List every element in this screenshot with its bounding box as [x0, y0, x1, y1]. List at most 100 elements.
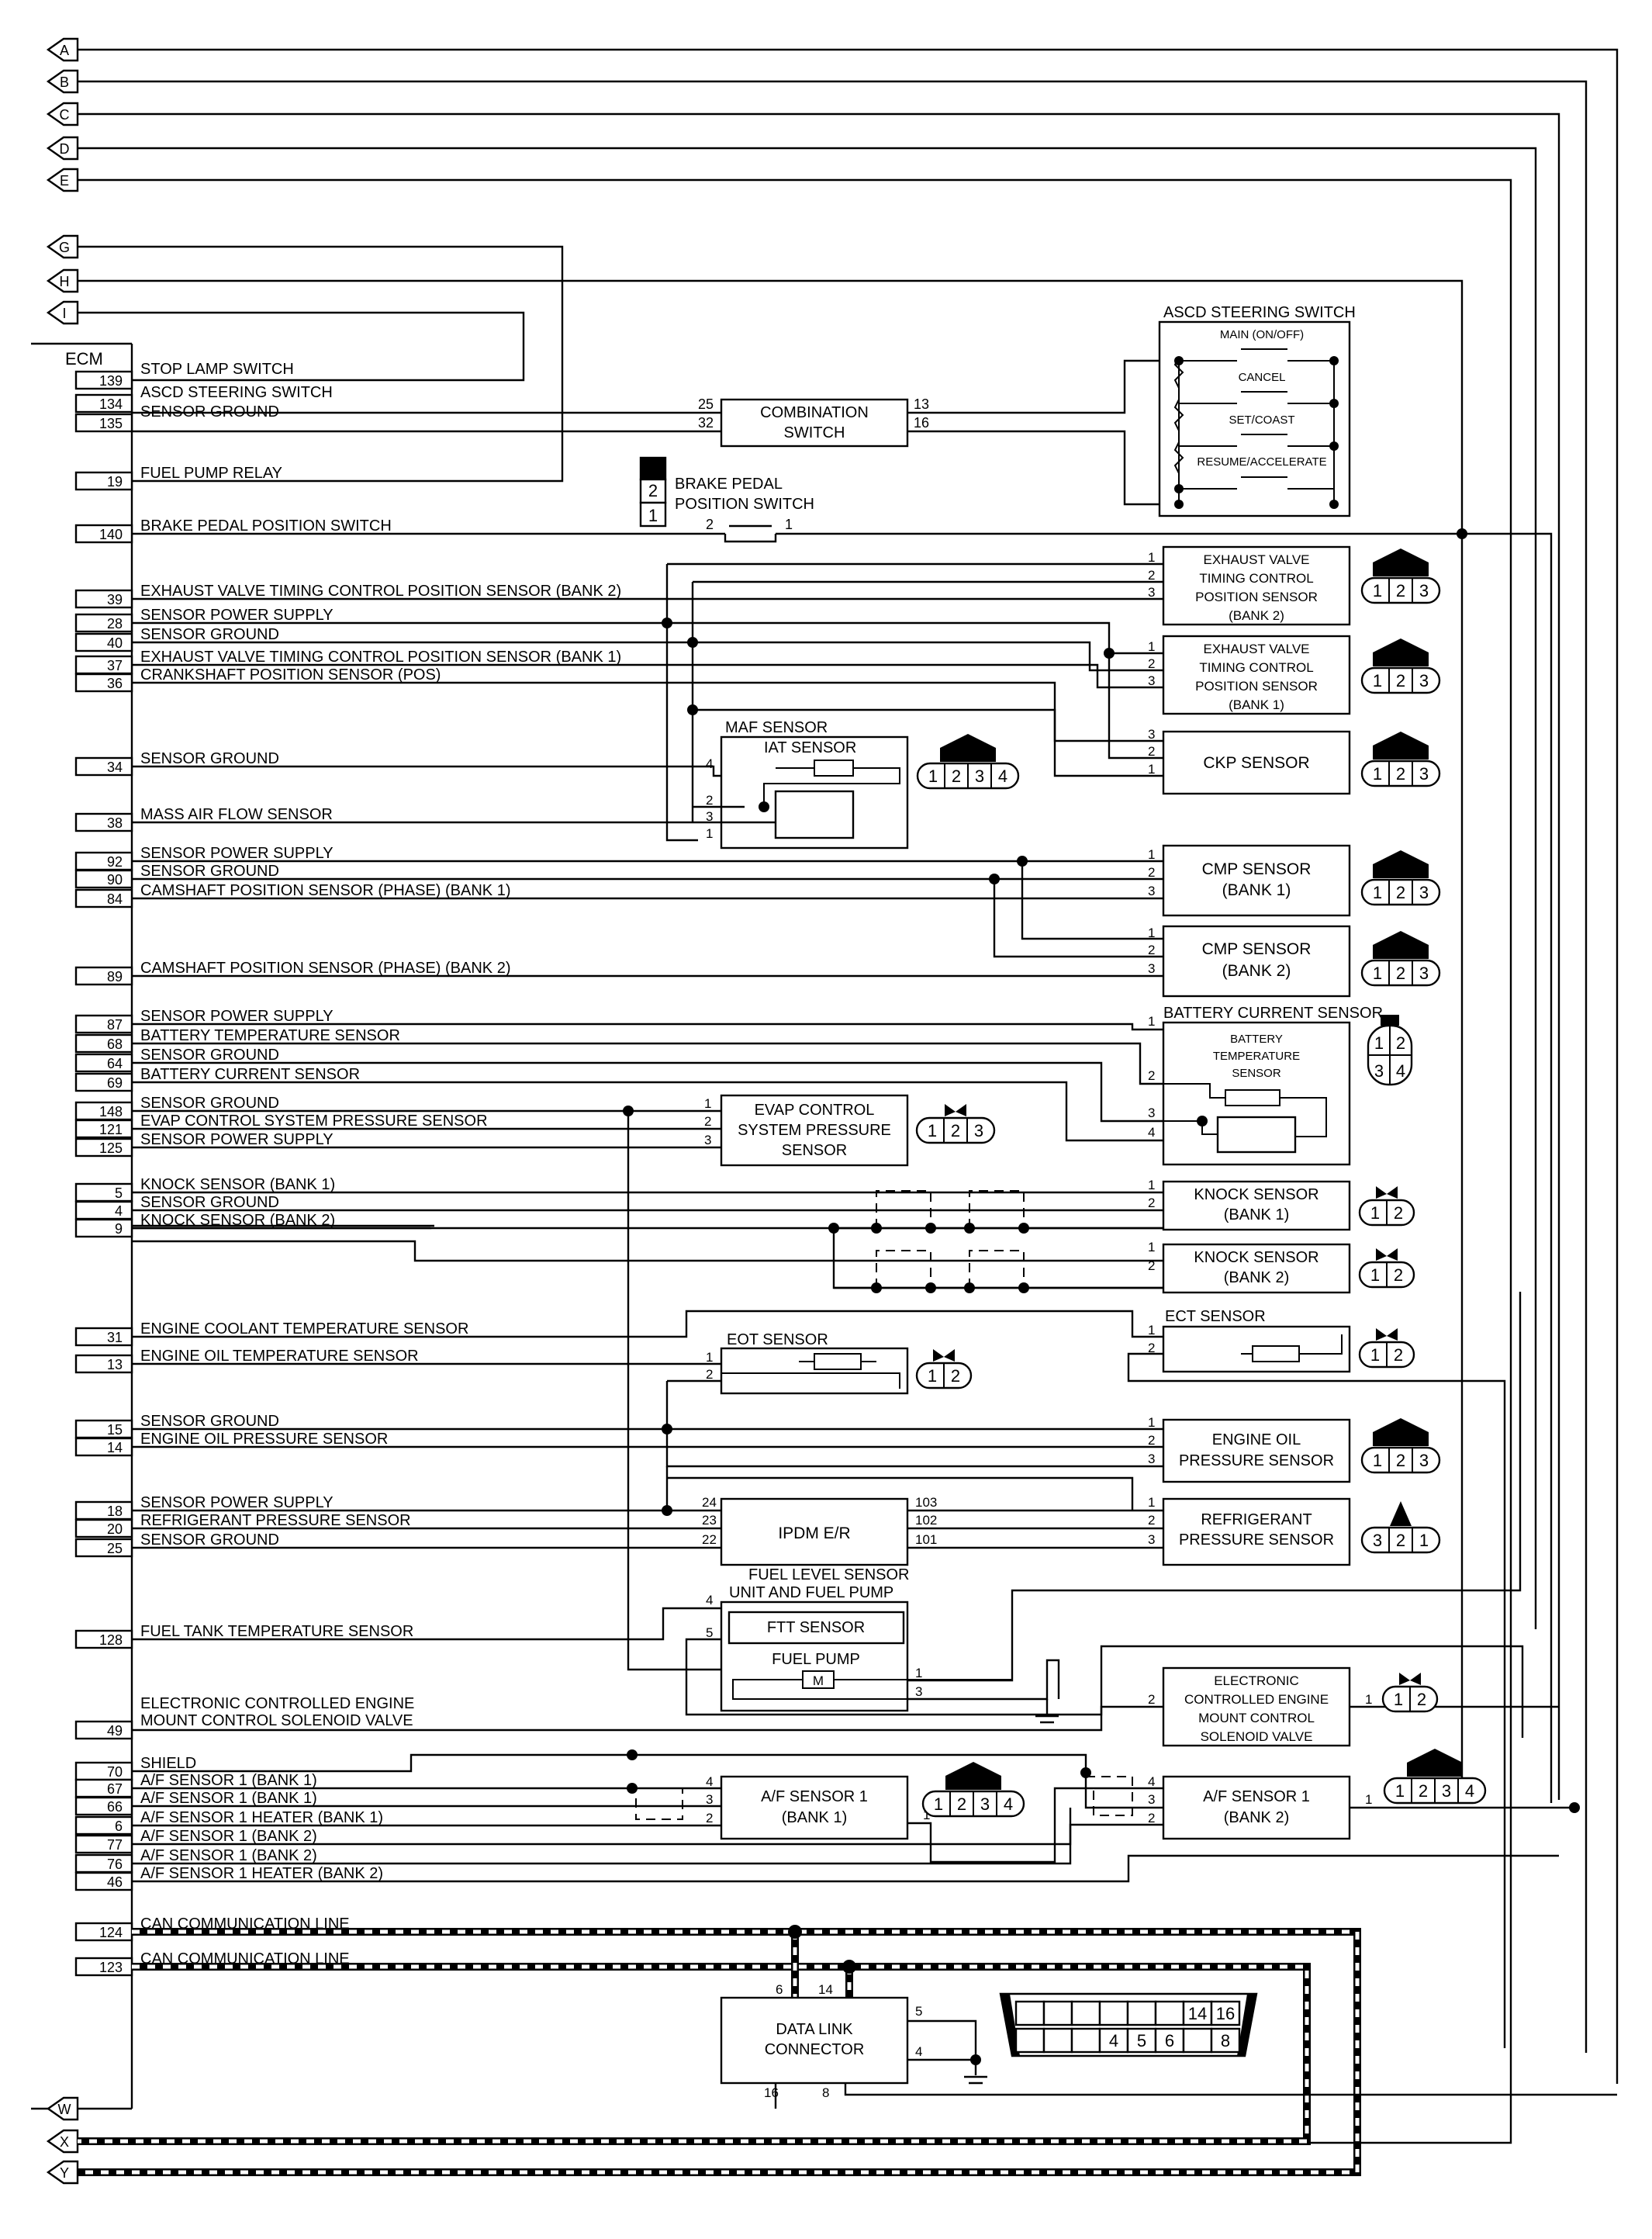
ecm-pin-label: CRANKSHAFT POSITION SENSOR (POS) — [140, 666, 441, 683]
brake-pedal-switch: 2 1 BRAKE PEDAL POSITION SWITCH 2 1 — [132, 456, 1553, 1803]
svg-text:3: 3 — [1148, 673, 1155, 688]
ecm-pin-label: FUEL TANK TEMPERATURE SENSOR — [140, 1623, 413, 1640]
refrigerant-pressure-sensor: REFRIGERANT PRESSURE SENSOR 1 2 3 — [1148, 1495, 1351, 1566]
svg-text:1: 1 — [1148, 1178, 1155, 1192]
svg-text:2: 2 — [1396, 883, 1405, 902]
connector-tag-Y: Y — [46, 2160, 79, 2185]
connector-tag-G: G — [46, 234, 79, 259]
connector-tag-H: H — [46, 268, 79, 293]
ecm-pin-number: 121 — [99, 1122, 123, 1137]
ecm-pin-label: KNOCK SENSOR (BANK 1) — [140, 1176, 335, 1193]
svg-text:3: 3 — [1419, 581, 1429, 600]
ecm-pin-number: 128 — [99, 1632, 123, 1648]
svg-text:1: 1 — [1373, 883, 1382, 902]
svg-text:2: 2 — [1148, 1341, 1155, 1355]
svg-text:3: 3 — [1148, 585, 1155, 600]
ecm-pin-label: A/F SENSOR 1 (BANK 1) — [140, 1790, 317, 1807]
connector-tag-W: W — [46, 2096, 79, 2121]
svg-text:1: 1 — [1148, 1014, 1155, 1029]
ecm-pin-number: 9 — [115, 1221, 123, 1237]
svg-text:SENSOR: SENSOR — [782, 1142, 847, 1159]
svg-text:3: 3 — [1419, 883, 1429, 902]
svg-text:(BANK 2): (BANK 2) — [1229, 608, 1284, 623]
evt-sensor-bank1: EXHAUST VALVE TIMING CONTROL POSITION SE… — [132, 618, 1351, 777]
svg-text:CONTROLLED ENGINE: CONTROLLED ENGINE — [1184, 1692, 1329, 1707]
svg-text:A/F SENSOR 1: A/F SENSOR 1 — [761, 1788, 868, 1805]
svg-text:2: 2 — [1396, 1451, 1405, 1470]
engine-oil-pressure-sensor: ENGINE OIL PRESSURE SENSOR 1 2 3 — [132, 1381, 1351, 1483]
svg-text:1: 1 — [1374, 1033, 1384, 1053]
svg-text:2: 2 — [1148, 1433, 1155, 1448]
svg-text:4: 4 — [1004, 1794, 1013, 1814]
svg-text:3: 3 — [1419, 964, 1429, 983]
ecm-pin-label: SENSOR POWER SUPPLY — [140, 1494, 334, 1511]
ecm-pin-number: 124 — [99, 1925, 123, 1940]
svg-text:2: 2 — [1148, 1258, 1155, 1273]
svg-text:1: 1 — [1370, 1265, 1380, 1285]
svg-text:4: 4 — [1148, 1125, 1155, 1140]
svg-text:ELECTRONIC: ELECTRONIC — [1214, 1673, 1299, 1688]
ecm-pin-number: 13 — [107, 1357, 123, 1372]
ecm-pin-number: 31 — [107, 1330, 123, 1345]
ecm-pin-label: ENGINE OIL PRESSURE SENSOR — [140, 1431, 388, 1448]
svg-text:EVAP CONTROL: EVAP CONTROL — [755, 1102, 875, 1119]
svg-text:X: X — [60, 2134, 69, 2150]
ecm-pin-number: 37 — [107, 658, 123, 673]
svg-text:1: 1 — [928, 767, 938, 786]
ecm-pin-label: EXHAUST VALVE TIMING CONTROL POSITION SE… — [140, 583, 621, 600]
ecm-pin-number: 123 — [99, 1960, 123, 1975]
connector-tag-A: A — [46, 37, 79, 62]
svg-text:3: 3 — [1374, 1061, 1384, 1081]
svg-text:2: 2 — [706, 517, 714, 532]
svg-text:14: 14 — [818, 1982, 833, 1997]
svg-text:3: 3 — [1419, 1451, 1429, 1470]
connector-tag-C: C — [46, 102, 79, 126]
af-sensor-bank1: A/F SENSOR 1 (BANK 1) 4 3 2 1 — [132, 1749, 1163, 1864]
svg-text:24: 24 — [702, 1495, 717, 1510]
svg-text:SENSOR: SENSOR — [1232, 1067, 1281, 1080]
svg-text:1: 1 — [1148, 1415, 1155, 1430]
ecm-pin-number: 49 — [107, 1723, 123, 1739]
svg-text:MAIN (ON/OFF): MAIN (ON/OFF) — [1220, 328, 1304, 341]
connector-tag-I: I — [46, 300, 79, 325]
ecm-pin-label: A/F SENSOR 1 (BANK 2) — [140, 1847, 317, 1864]
svg-text:5: 5 — [915, 2004, 922, 2019]
svg-text:SOLENOID VALVE: SOLENOID VALVE — [1201, 1729, 1313, 1744]
ecm-pin-label: SENSOR GROUND — [140, 863, 279, 880]
svg-text:1: 1 — [1373, 671, 1382, 690]
ecm-pin-label: A/F SENSOR 1 HEATER (BANK 2) — [140, 1865, 383, 1882]
svg-text:2: 2 — [1396, 1033, 1405, 1053]
svg-text:1: 1 — [1148, 1240, 1155, 1254]
svg-text:22: 22 — [702, 1532, 717, 1547]
svg-text:32: 32 — [698, 415, 714, 431]
svg-text:3: 3 — [975, 767, 984, 786]
maf-sensor: MAF SENSOR IAT SENSOR 4 2 3 1 — [132, 710, 909, 850]
svg-text:2: 2 — [1148, 1811, 1155, 1825]
svg-text:3: 3 — [1148, 961, 1155, 976]
svg-text:KNOCK SENSOR: KNOCK SENSOR — [1194, 1186, 1318, 1203]
svg-text:(BANK 2): (BANK 2) — [1224, 1269, 1289, 1286]
svg-text:POSITION SENSOR: POSITION SENSOR — [1195, 679, 1318, 694]
svg-text:4: 4 — [706, 1593, 713, 1607]
svg-text:1: 1 — [1373, 764, 1382, 784]
can-lines — [78, 1925, 1361, 2176]
svg-text:3: 3 — [704, 1133, 711, 1147]
svg-text:2: 2 — [1394, 1265, 1403, 1285]
svg-text:1: 1 — [1365, 1692, 1372, 1707]
svg-text:M: M — [813, 1673, 824, 1688]
ecm-pin-label: A/F SENSOR 1 (BANK 1) — [140, 1772, 317, 1789]
